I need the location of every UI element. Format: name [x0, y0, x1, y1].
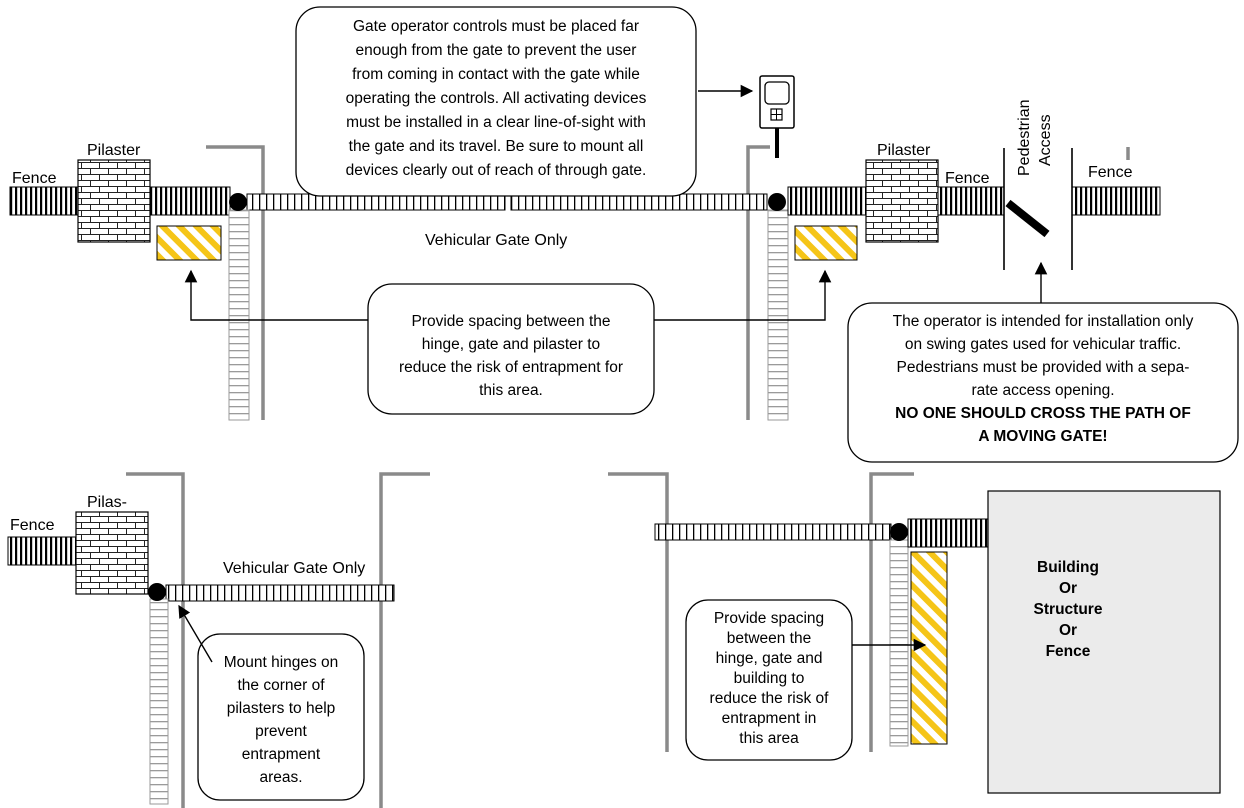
hinge-icon	[148, 583, 166, 601]
callout-hinges-text: Mount hinges on the corner of pilasters …	[224, 654, 339, 786]
gate-leaf	[165, 584, 395, 602]
hinge-icon	[890, 523, 908, 541]
callout-spacing-building	[685, 599, 853, 761]
access-label: Access	[1037, 114, 1054, 166]
hinge-icon	[768, 193, 786, 211]
fence-segment	[7, 536, 77, 566]
pilaster-label: Pilas-	[87, 494, 127, 511]
svg-text:Fence: Fence	[1046, 643, 1091, 660]
fence-segment	[1071, 186, 1161, 216]
svg-text:Structure: Structure	[1034, 601, 1103, 618]
post-top-left	[206, 145, 265, 420]
callout-operator-text: The operator is intended for installatio…	[893, 313, 1194, 445]
svg-text:NO ONE SHOULD CROSS THE PATH O: NO ONE SHOULD CROSS THE PATH OF	[895, 405, 1191, 422]
svg-text:entrapment in: entrapment in	[722, 710, 817, 727]
leader-arrow	[178, 604, 213, 663]
svg-text:between the: between the	[727, 630, 811, 647]
svg-text:the gate and its travel. Be s: the gate and its travel. Be sure to moun…	[349, 138, 644, 155]
svg-text:areas.: areas.	[259, 769, 302, 786]
vehicular-gate-label: Vehicular Gate Only	[223, 560, 365, 577]
control-screen	[764, 81, 790, 105]
svg-text:rate access opening.: rate access opening.	[971, 382, 1114, 399]
pilaster	[77, 159, 151, 243]
svg-text:pilasters to help: pilasters to help	[227, 700, 336, 717]
svg-text:Or: Or	[1059, 580, 1077, 597]
entrapment-zone	[156, 225, 222, 261]
pilaster-label: Pilaster	[877, 142, 931, 159]
svg-text:on swing gates used for vehicu: on swing gates used for vehicular traffi…	[905, 336, 1181, 353]
svg-text:building to: building to	[734, 670, 805, 687]
svg-text:Provide spacing: Provide spacing	[714, 610, 824, 627]
leader-arrow	[184, 269, 368, 321]
svg-text:The operator is intended for i: The operator is intended for installatio…	[893, 313, 1194, 330]
svg-text:must be installed in a clear l: must be installed in a clear line-of-sig…	[346, 114, 646, 131]
svg-text:reduce the risk of entrapment: reduce the risk of entrapment for	[399, 359, 623, 376]
gate-leaf-open	[149, 598, 169, 805]
callout-spacing-pilaster-text: Provide spacing between the hinge, gate …	[399, 313, 623, 399]
svg-text:Or: Or	[1059, 622, 1077, 639]
post-top-right	[746, 145, 770, 420]
post-bottom-left	[126, 472, 185, 808]
callout-hinges	[197, 633, 365, 801]
svg-text:hinge, gate and pilaster to: hinge, gate and pilaster to	[422, 336, 600, 353]
hinge-icon	[229, 193, 247, 211]
fence-segment	[787, 186, 867, 216]
svg-text:A MOVING GATE!: A MOVING GATE!	[978, 428, 1107, 445]
svg-text:from coming in contact with th: from coming in contact with the gate whi…	[352, 66, 640, 83]
post-bottom-right	[608, 472, 669, 752]
callout-spacing-pilaster	[367, 283, 655, 415]
pilaster-label: Pilaster	[87, 142, 141, 159]
entrapment-zone	[794, 225, 858, 261]
post-bottom-far	[869, 472, 914, 752]
building-label: Building Or Structure Or Fence	[1034, 559, 1103, 660]
gate-leaf-open	[228, 209, 250, 421]
svg-text:this area: this area	[739, 730, 799, 747]
fence-label: Fence	[10, 517, 55, 534]
callout-controls	[295, 6, 697, 197]
vehicular-gate-label: Vehicular Gate Only	[425, 232, 567, 249]
svg-text:reduce the risk of: reduce the risk of	[710, 690, 830, 707]
svg-text:enough from the gate to preven: enough from the gate to prevent the user	[356, 42, 637, 59]
fence-segment	[9, 186, 79, 216]
svg-text:Building: Building	[1037, 559, 1099, 576]
svg-text:Gate operator controls must be: Gate operator controls must be placed fa…	[353, 18, 639, 35]
fence-label: Fence	[945, 170, 990, 187]
gate-leaf	[654, 523, 892, 541]
svg-text:devices clearly out of reach o: devices clearly out of reach of through …	[346, 162, 647, 179]
fence-segment	[149, 186, 231, 216]
callout-spacing-building-text: Provide spacing between the hinge, gate …	[710, 610, 830, 747]
svg-text:entrapment: entrapment	[242, 746, 321, 763]
pilaster	[865, 159, 939, 243]
svg-text:operating the controls. All a: operating the controls. All activating d…	[346, 90, 647, 107]
building-structure	[987, 490, 1221, 794]
pilaster	[75, 511, 149, 595]
svg-text:the corner of: the corner of	[237, 677, 325, 694]
svg-text:Pedestrians must be provided w: Pedestrians must be provided with a sepa…	[897, 359, 1190, 376]
svg-text:Mount hinges on: Mount hinges on	[224, 654, 339, 671]
callout-operator	[847, 302, 1239, 463]
fence-label: Fence	[12, 170, 57, 187]
pedestrian-label: Pedestrian	[1016, 100, 1033, 177]
fence-segment	[937, 186, 1005, 216]
leader-arrow	[654, 269, 832, 321]
pedestrian-gate	[1005, 199, 1050, 238]
fence-label: Fence	[1088, 164, 1133, 181]
svg-text:Provide spacing between the: Provide spacing between the	[411, 313, 610, 330]
svg-text:prevent: prevent	[255, 723, 307, 740]
svg-text:this area.: this area.	[479, 382, 543, 399]
svg-text:hinge, gate and: hinge, gate and	[716, 650, 823, 667]
gate-leaf-open	[767, 209, 789, 421]
gate-leaf-open	[889, 539, 909, 747]
callout-controls-text: Gate operator controls must be placed fa…	[346, 18, 647, 179]
entrapment-zone	[910, 551, 948, 745]
post-bottom-mid	[379, 472, 430, 808]
fence-segment	[907, 518, 989, 548]
